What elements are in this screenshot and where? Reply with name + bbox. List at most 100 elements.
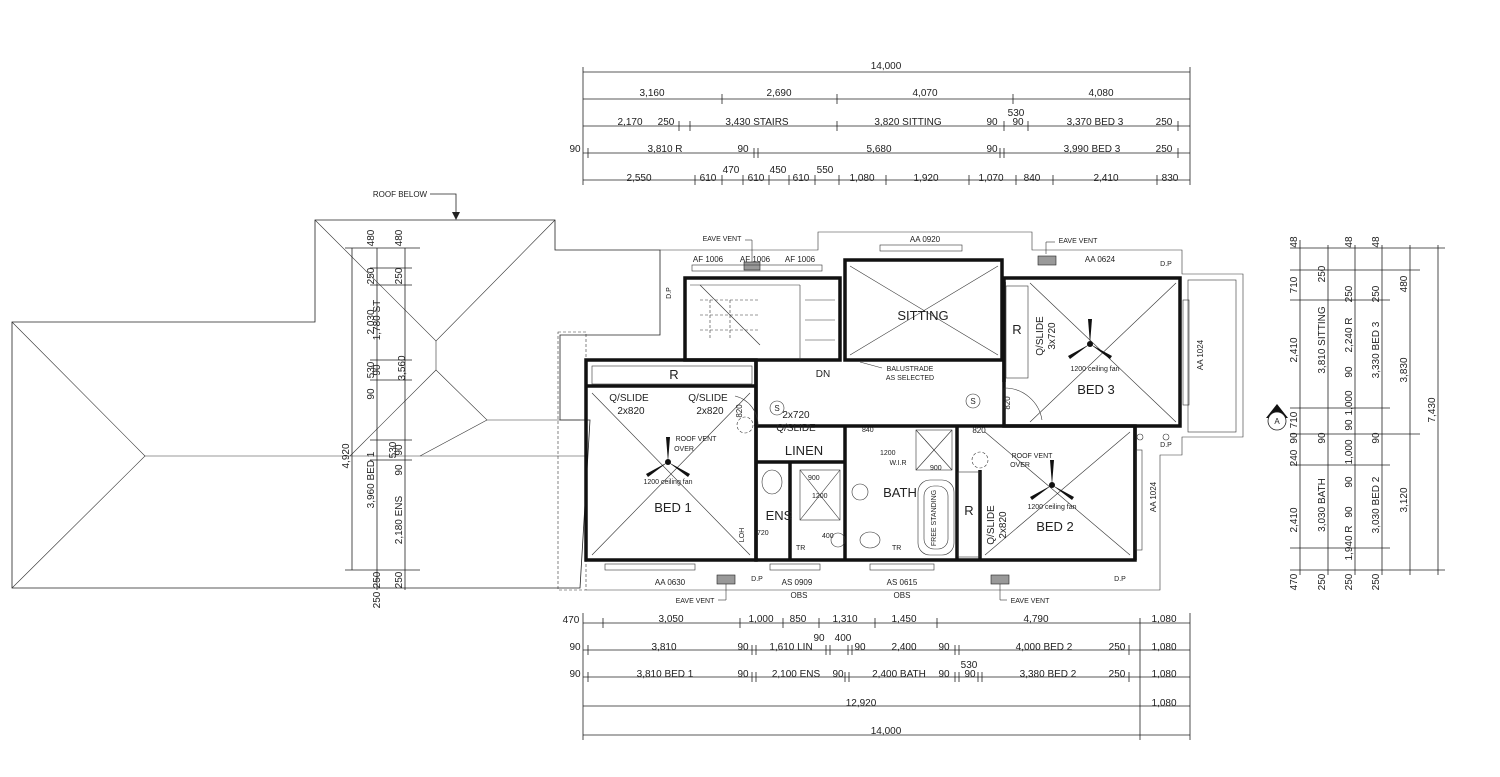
room-labels: SITTING BED 3 BED 1 BED 2 BATH ENS LINEN… (654, 308, 1115, 534)
basin-bath (851, 483, 869, 501)
loh-label: LOH (739, 528, 746, 542)
dim-bot-r3-8: 530 (961, 660, 978, 671)
door-labels: Q/SLIDE 2x820 Q/SLIDE 2x820 2x720 Q/SLID… (609, 316, 1058, 545)
dim-top-r3-4: 3,820 SITTING (874, 117, 941, 128)
dim-bot-r3-7: 90 (938, 669, 950, 680)
dim-right-c4-1: 48 (1371, 236, 1382, 248)
dim-right-c2-7: 250 (1317, 573, 1328, 590)
fixture-720: 720 (757, 530, 769, 537)
dim-left-c3-1: 480 (394, 229, 405, 246)
dim-top-r5-3: 470 (723, 165, 740, 176)
roof-below: ROOF BELOW (11, 190, 661, 589)
room-bed3: BED 3 (1077, 382, 1115, 397)
room-sitting: SITTING (897, 308, 948, 323)
dim-top-r4-2: 3,810 R (647, 144, 682, 155)
dim-left-c3-9: 250 (372, 591, 383, 608)
section-marker-label: A (1274, 417, 1280, 426)
dim-bot-r2-11: 250 (1109, 642, 1126, 653)
bathroom-fixtures: FREE STANDING 900 1200 840 1200 900 720 … (739, 427, 955, 556)
fixture-1200b: 1200 (880, 450, 896, 457)
dim-bot-r1-1: 470 (563, 615, 580, 626)
dim-left-c2-1: 480 (366, 229, 377, 246)
robe-bed3: R (1012, 322, 1021, 337)
window-as0615-obs: OBS (894, 591, 911, 600)
windows: AF 1006 AF 1006 AF 1006 AA 0920 AA 0624 … (604, 235, 1205, 600)
dim-left-c2-5: 90 (366, 388, 377, 400)
fan-bed1-icon (646, 437, 690, 477)
dim-right-c4-4: 90 (1371, 432, 1382, 444)
left-dimensions: 4,920 250 480 250 2,030 530 90 3,960 BED… (341, 229, 420, 608)
door-qslide-linen-size: 2x720 (782, 410, 810, 421)
dim-top-r4-7: 250 (1156, 144, 1173, 155)
bathtub (917, 479, 955, 556)
dp-right: D.P (1160, 442, 1172, 449)
dim-top-r5-1: 2,550 (626, 173, 651, 184)
dp-top-right: D.P (1160, 261, 1172, 268)
dp-bottom-right: D.P (1114, 576, 1126, 583)
roof-vent-bed1-over: OVER (674, 446, 694, 453)
door-820-bed1: 820 (735, 404, 744, 418)
dim-right-c3-2: 250 (1344, 285, 1355, 302)
roof-below-label: ROOF BELOW (373, 190, 428, 199)
door-qslide-bed3: Q/SLIDE (1035, 316, 1046, 356)
dim-right-c3-5: 1,000 (1344, 390, 1355, 415)
door-qslide-bed2-size: 2x820 (998, 511, 1009, 539)
basin-ens (830, 532, 846, 548)
dim-bot-r1-5: 1,310 (832, 614, 857, 625)
notes: EAVE VENT EAVE VENT EAVE VENT EAVE VENT … (666, 236, 1172, 605)
dim-left-c2-3: 2,030 (366, 309, 377, 334)
door-820-bed2: 820 (972, 426, 986, 435)
room-linen: LINEN (785, 443, 823, 458)
window-as0615: AS 0615 (887, 578, 918, 587)
dim-right-c2-2: 3,810 SITTING (1317, 306, 1328, 373)
dim-top-r3-7: 90 (1012, 117, 1024, 128)
dim-top-r5-10: 1,070 (978, 173, 1003, 184)
dim-bot-r4-2: 1,080 (1151, 698, 1176, 709)
roof-vent-bed1: ROOF VENT (676, 436, 718, 443)
smoke-detector-1: S (774, 404, 779, 413)
dim-bot-r2-3: 90 (737, 642, 749, 653)
dim-right-c1-3: 2,410 (1289, 337, 1300, 362)
fixture-900: 900 (808, 475, 820, 482)
dim-right-c3-9: 250 (1344, 573, 1355, 590)
dim-right-c6-1: 7,430 (1427, 397, 1438, 422)
door-qslide-bed3-size: 3x720 (1047, 322, 1058, 350)
tr-ens: TR (796, 545, 805, 552)
dim-bot-r2-10: 4,000 BED 2 (1016, 642, 1073, 653)
dim-top-r5-6: 610 (793, 173, 810, 184)
stairs (690, 284, 835, 360)
dim-top-r3-9: 250 (1156, 117, 1173, 128)
dim-bot-r2-6: 400 (835, 633, 852, 644)
dim-top-r3-3: 3,430 STAIRS (725, 117, 789, 128)
dim-right-c2-3: 90 (1317, 432, 1328, 444)
dim-right-c5-3: 3,120 (1399, 487, 1410, 512)
dim-top-r5-9: 1,920 (913, 173, 938, 184)
dim-left-c3-7: 90 (394, 464, 405, 476)
room-bed2: BED 2 (1036, 519, 1074, 534)
dim-right-c3-3: 2,240 R (1344, 317, 1355, 352)
dim-top-r3-2: 250 (658, 117, 675, 128)
dim-top-r2-2: 2,690 (766, 88, 791, 99)
fan-bed3-icon (1068, 319, 1112, 359)
tr-bath: TR (892, 545, 901, 552)
dim-right-c2-5: 90 (1344, 476, 1355, 488)
dim-bot-r3-2: 3,810 BED 1 (637, 669, 694, 680)
window-aa1024-bed3: AA 1024 (1196, 339, 1205, 370)
dim-left-c3-4: 90 (372, 364, 383, 376)
dim-bot-r2-7: 90 (854, 642, 866, 653)
dim-bot-r3-10: 3,380 BED 2 (1020, 669, 1077, 680)
dim-bot-r3-4: 2,100 ENS (772, 669, 821, 680)
fan-bed2-label: 1200 ceiling fan (1027, 504, 1076, 511)
dim-right-c4-2: 250 (1371, 285, 1382, 302)
room-bed1: BED 1 (654, 500, 692, 515)
window-as0909-obs: OBS (791, 591, 808, 600)
room-ens: ENS (766, 508, 793, 523)
dim-top-r5-12: 2,410 (1093, 173, 1118, 184)
dim-bot-r3-12: 1,080 (1151, 669, 1176, 680)
dim-right-c4-5: 3,030 BED 2 (1371, 476, 1382, 533)
window-af1006-2: AF 1006 (740, 255, 771, 264)
robe-bed2: R (964, 503, 973, 518)
dim-bot-r3-1: 90 (569, 669, 581, 680)
dim-left-c2-6: 3,960 BED 1 (366, 451, 377, 508)
fan-bed3-label: 1200 ceiling fan (1070, 366, 1119, 373)
